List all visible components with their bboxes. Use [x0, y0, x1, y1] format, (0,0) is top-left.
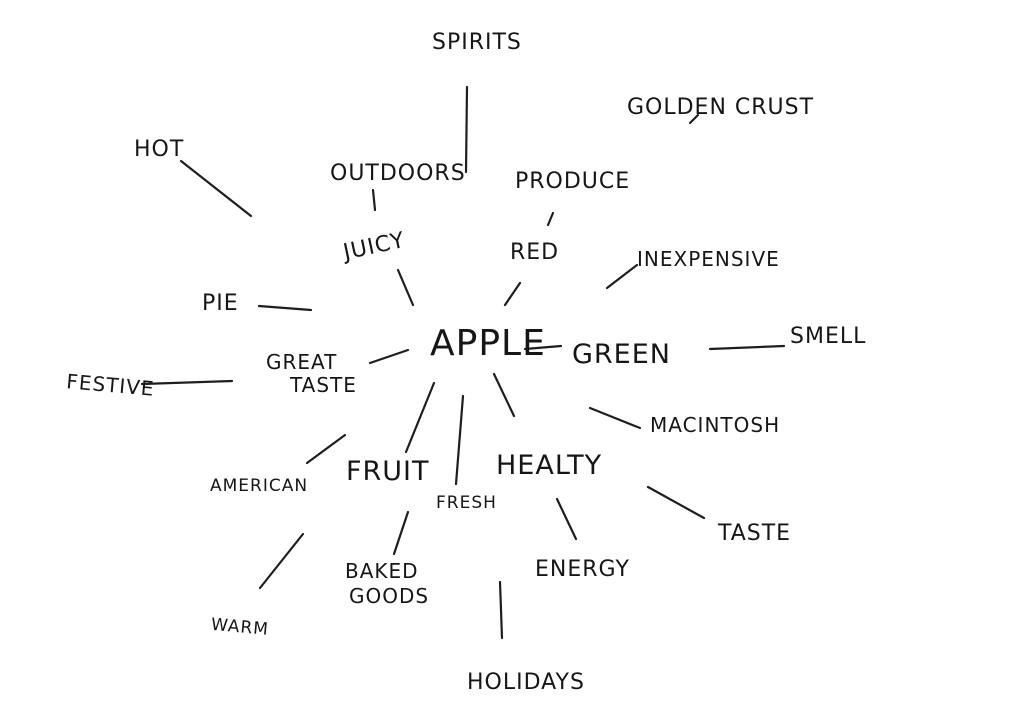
connector-macintosh [588, 406, 642, 430]
connector-apple-fruit [404, 381, 436, 454]
connector-apple-red [503, 281, 522, 307]
connector-produce-red [546, 211, 555, 227]
word-taste-outer: TASTE [717, 521, 791, 546]
connector-american [305, 433, 347, 465]
connector-holidays [498, 580, 504, 640]
connector-apple-green [523, 344, 563, 351]
word-great: GREAT [266, 350, 337, 374]
connector-golden-crust [688, 113, 700, 125]
word-nodes: SPIRITS GOLDEN CRUST HOT OUTDOORS PRODUC… [65, 30, 866, 695]
word-outdoors: OUTDOORS [330, 161, 466, 186]
word-inexpensive: INEXPENSIVE [637, 247, 780, 271]
connector-apple-juicy [396, 268, 415, 307]
word-smell: SMELL [790, 324, 866, 349]
word-pie: PIE [202, 291, 239, 316]
word-macintosh: MACINTOSH [650, 413, 780, 437]
word-produce: PRODUCE [515, 169, 630, 194]
word-red: RED [510, 240, 559, 265]
word-fresh: FRESH [436, 493, 497, 513]
connector-green-smell [708, 344, 786, 351]
word-warm: WARM [210, 615, 270, 640]
word-hot: HOT [134, 137, 184, 162]
connector-inexpensive [605, 263, 639, 290]
word-baked: BAKED [345, 559, 419, 583]
connector-hot [179, 159, 253, 218]
word-apple-center: APPLE [430, 323, 546, 364]
word-holidays: HOLIDAYS [467, 670, 585, 695]
connector-energy [555, 497, 578, 541]
word-golden-crust: GOLDEN CRUST [627, 95, 814, 120]
word-fruit: FRUIT [346, 456, 430, 487]
connector-pie [257, 304, 313, 312]
word-juicy: JUICY [339, 228, 407, 266]
connector-baked-goods [392, 510, 410, 556]
connector-outdoors-juicy [371, 188, 377, 212]
word-festive: FESTIVE [65, 369, 155, 401]
connector-lines [140, 85, 786, 640]
connector-warm [258, 532, 305, 590]
word-spirits: SPIRITS [432, 30, 522, 55]
word-healty: HEALTY [496, 450, 602, 481]
word-energy: ENERGY [535, 557, 630, 582]
connector-apple-fresh [454, 394, 465, 486]
word-green: GREEN [572, 339, 671, 370]
connector-apple-great-taste [368, 348, 410, 365]
connector-festive [140, 379, 234, 386]
word-american: AMERICAN [210, 476, 308, 496]
word-goods: GOODS [349, 584, 429, 608]
word-taste-inner: TASTE [289, 373, 357, 397]
connector-apple-spirits [464, 85, 469, 174]
connector-taste-outer [646, 485, 706, 520]
connector-apple-healty [492, 372, 516, 418]
